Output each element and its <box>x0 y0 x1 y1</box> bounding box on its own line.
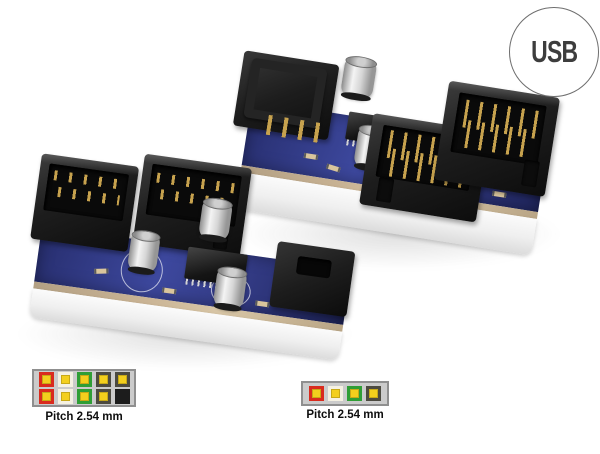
pin-row <box>309 386 381 401</box>
pin-cell-green <box>76 372 92 387</box>
pinout-diagram-4pin <box>301 381 389 406</box>
connector-latch-slot <box>295 255 332 279</box>
pin-cell-red <box>38 389 54 404</box>
four-pin-latch-connector <box>269 241 356 318</box>
pin-cell-green <box>347 386 362 401</box>
usb-pin-header-connector <box>30 153 140 253</box>
usb-badge: USB <box>509 7 599 97</box>
usb-badge-label: USB <box>530 34 578 69</box>
header-key-notch <box>375 176 395 203</box>
pitch-label-right: Pitch 2.54 mm <box>306 409 384 421</box>
smd-resistor <box>303 152 319 160</box>
pin-cell-black <box>366 386 381 401</box>
smd-resistor <box>161 287 177 295</box>
header-cavity <box>43 163 129 222</box>
header-key-notch <box>520 159 540 188</box>
pin-cell-black <box>95 389 111 404</box>
pin-row <box>38 389 130 404</box>
pin-cell-red <box>38 372 54 387</box>
pin-cell-blocked <box>114 389 130 404</box>
pin-cell-red <box>309 386 324 401</box>
smd-resistor <box>255 300 270 308</box>
pin-cell-black <box>114 372 130 387</box>
pin-cell-green <box>76 389 92 404</box>
header-cavity <box>450 92 547 166</box>
pitch-label-left: Pitch 2.54 mm <box>45 411 123 423</box>
capacitor <box>339 56 378 101</box>
smd-resistor <box>325 163 341 173</box>
pin-cell-white <box>328 386 343 401</box>
smd-resistor <box>491 190 507 198</box>
pin-cell-white <box>57 389 73 404</box>
smd-resistor <box>94 268 109 274</box>
pin-row <box>38 372 130 387</box>
pin-cell-white <box>57 372 73 387</box>
pinout-diagram-10pin <box>32 369 136 407</box>
pin-cell-black <box>95 372 111 387</box>
four-pin-latch-connector <box>232 50 340 144</box>
header-pins-row <box>57 186 120 206</box>
usb-pin-header-connector <box>433 80 561 197</box>
